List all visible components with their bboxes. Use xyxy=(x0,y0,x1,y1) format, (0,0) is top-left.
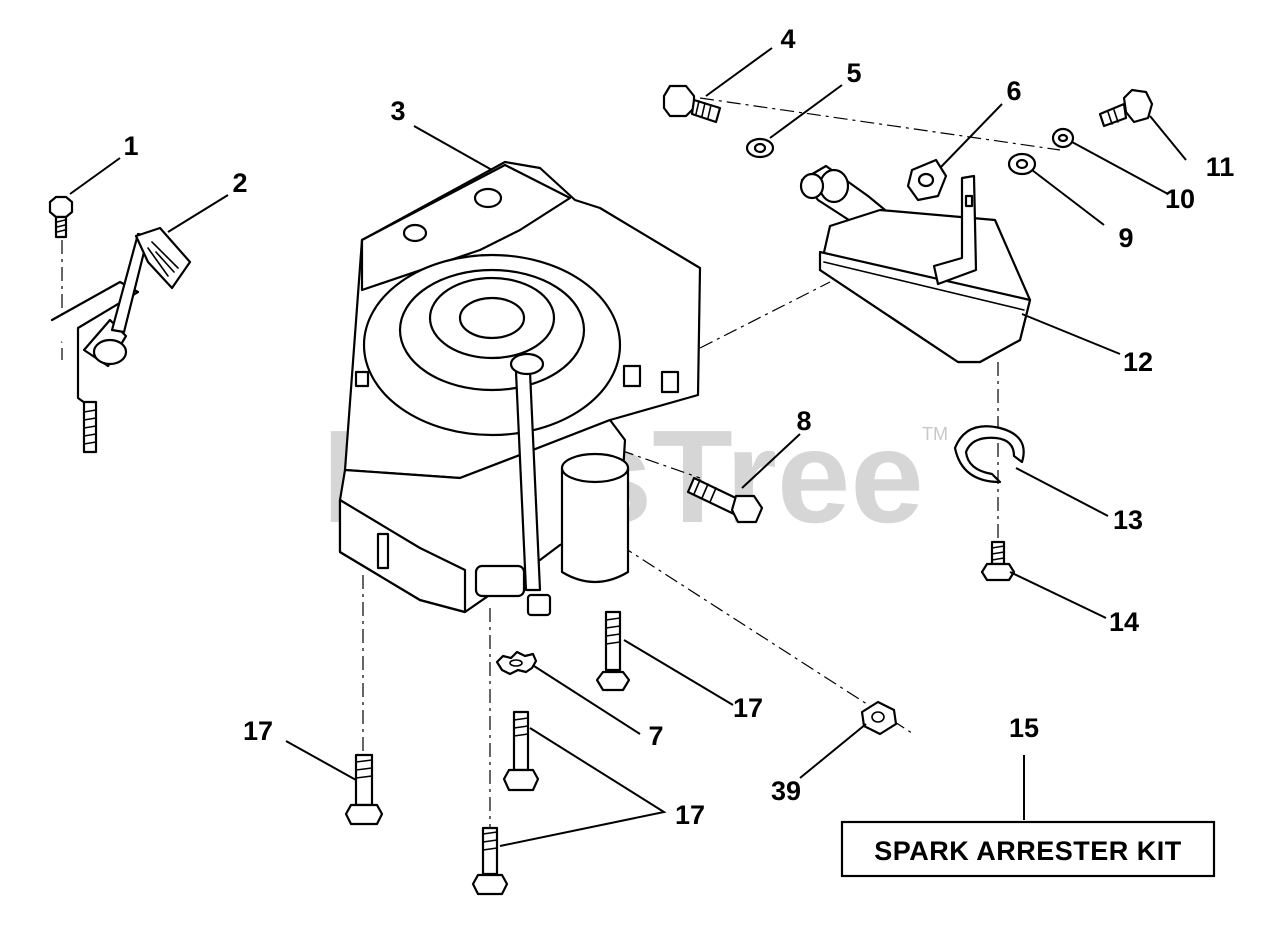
callout-5: 5 xyxy=(846,58,861,88)
spark-arrester-kit-label: SPARK ARRESTER KIT xyxy=(874,836,1182,866)
callout-9: 9 xyxy=(1118,223,1133,253)
bolt-part-17-bottom xyxy=(471,826,509,896)
lockwasher-part-10 xyxy=(1051,127,1075,149)
bolt-part-4 xyxy=(662,84,722,124)
callout-13: 13 xyxy=(1113,505,1143,535)
callout-17-right: 17 xyxy=(733,693,763,723)
bolt-part-17-mid xyxy=(502,710,540,792)
callout-8: 8 xyxy=(796,406,811,436)
bolt-part-17-right xyxy=(595,610,631,692)
leader-lines xyxy=(69,47,1187,847)
callout-10: 10 xyxy=(1165,184,1195,214)
bolt-part-8 xyxy=(686,476,764,524)
phantom-lines xyxy=(61,97,1061,830)
screw-part-14 xyxy=(980,540,1016,582)
callout-15: 15 xyxy=(1009,713,1039,743)
callout-39: 39 xyxy=(771,776,801,806)
washer-part-9 xyxy=(1007,152,1037,176)
callout-4: 4 xyxy=(780,24,795,54)
callout-labels: 1 2 3 4 5 6 7 8 9 10 11 12 13 14 15 17 1… xyxy=(123,24,1234,830)
callout-17-left: 17 xyxy=(243,716,273,746)
bolt-part-11 xyxy=(1098,88,1154,128)
spark-arrester-kit-box: SPARK ARRESTER KIT xyxy=(840,820,1216,878)
callout-11: 11 xyxy=(1206,152,1235,182)
callout-6: 6 xyxy=(1006,76,1021,106)
callout-14: 14 xyxy=(1109,607,1139,637)
callout-1: 1 xyxy=(123,131,138,161)
callout-7: 7 xyxy=(648,721,663,751)
washer-part-5 xyxy=(745,137,775,159)
muffler-part-12 xyxy=(818,174,1032,364)
callout-2: 2 xyxy=(232,168,247,198)
throttle-bracket-part-2 xyxy=(50,226,192,454)
watermark-trademark: TM xyxy=(922,424,948,444)
clip-part-13 xyxy=(953,425,1025,484)
callout-17-bottom: 17 xyxy=(675,800,705,830)
engine-part-3 xyxy=(338,160,702,617)
callout-12: 12 xyxy=(1123,347,1153,377)
gasket-part-6 xyxy=(906,158,948,202)
callout-3: 3 xyxy=(390,96,405,126)
bolt-part-1 xyxy=(48,195,74,239)
nut-part-39 xyxy=(860,700,898,736)
bolt-part-17-left xyxy=(344,753,384,826)
star-washer-part-7 xyxy=(495,650,538,676)
